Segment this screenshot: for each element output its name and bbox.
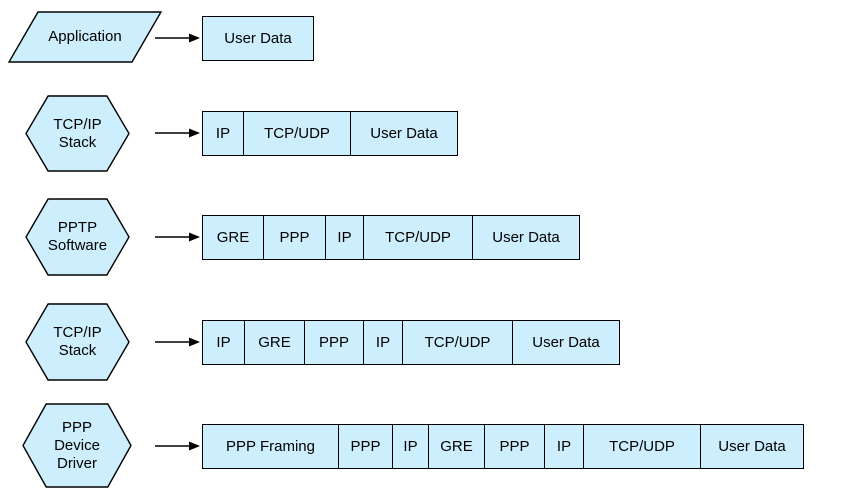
packet-segment: IP <box>393 425 429 468</box>
packet-bar-application: User Data <box>202 16 314 61</box>
packet-segment: IP <box>545 425 584 468</box>
packet-segment: IP <box>364 321 403 364</box>
packet-segment: User Data <box>473 216 579 259</box>
packet-segment: User Data <box>701 425 803 468</box>
layer-shape-tcpip-stack-1: TCP/IP Stack <box>25 95 130 172</box>
packet-segment: PPP Framing <box>203 425 339 468</box>
packet-segment: GRE <box>203 216 264 259</box>
packet-segment: PPP <box>305 321 364 364</box>
right-arrow-icon <box>155 441 200 451</box>
right-arrow-icon <box>155 337 200 347</box>
layer-shape-tcpip-stack-2: TCP/IP Stack <box>25 303 130 381</box>
packet-segment: GRE <box>429 425 485 468</box>
packet-segment: IP <box>326 216 364 259</box>
packet-segment: PPP <box>264 216 326 259</box>
packet-segment: User Data <box>513 321 619 364</box>
packet-segment: TCP/UDP <box>364 216 473 259</box>
layer-shape-ppp-device-driver: PPP Device Driver <box>22 403 132 488</box>
layer-label-application: Application <box>48 28 122 45</box>
packet-segment: PPP <box>339 425 393 468</box>
layer-shape-pptp-software: PPTP Software <box>25 198 130 276</box>
layer-label-pptp-software: PPTP Software <box>47 219 108 254</box>
packet-segment: TCP/UDP <box>244 112 351 155</box>
layer-shape-application: Application <box>7 11 163 63</box>
packet-segment: PPP <box>485 425 545 468</box>
packet-segment: User Data <box>203 17 313 60</box>
layer-label-tcpip-stack-1: TCP/IP Stack <box>53 115 102 151</box>
packet-segment: TCP/UDP <box>584 425 701 468</box>
packet-segment: GRE <box>245 321 305 364</box>
layer-label-ppp-device-driver: PPP Device Driver <box>54 418 100 472</box>
right-arrow-icon <box>155 232 200 242</box>
right-arrow-icon <box>155 33 200 43</box>
packet-segment: User Data <box>351 112 457 155</box>
packet-segment: IP <box>203 321 245 364</box>
layer-label-tcpip-stack-2: TCP/IP Stack <box>53 324 102 359</box>
packet-segment: IP <box>203 112 244 155</box>
packet-segment: TCP/UDP <box>403 321 513 364</box>
right-arrow-icon <box>155 128 200 138</box>
